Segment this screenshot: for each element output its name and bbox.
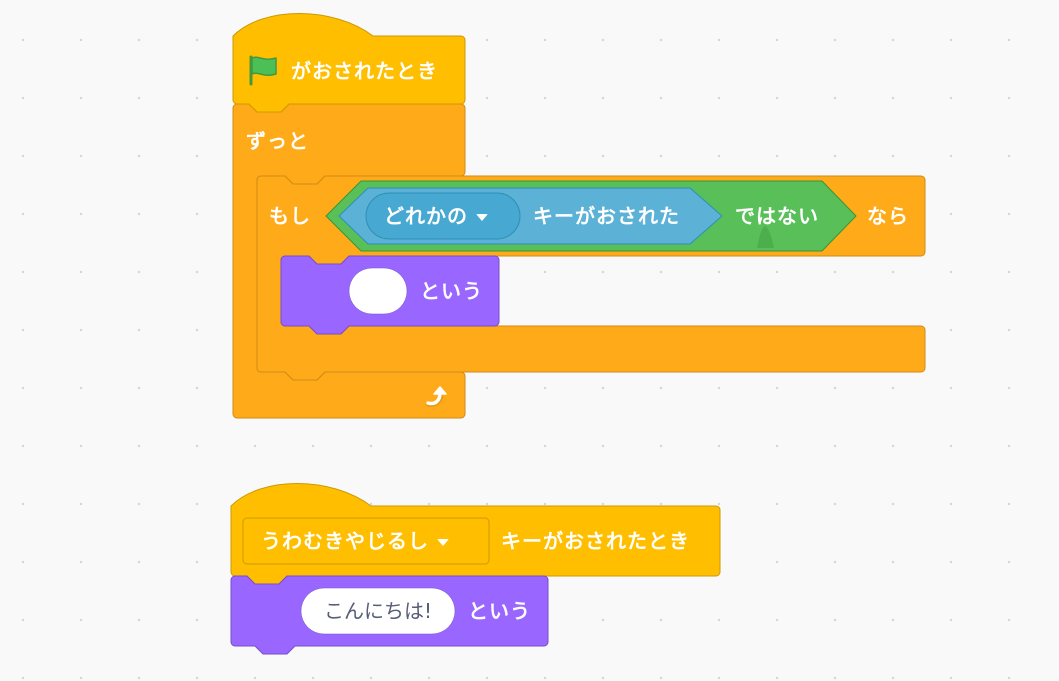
key-menu-field[interactable] [365,192,521,240]
say-input-2-value[interactable]: こんにちは! [323,599,433,623]
say-label-2: という [468,599,531,623]
key-pressed-label: キーがおされた [533,204,680,228]
key-menu-text: どれかの [384,204,468,228]
green-flag-icon [249,55,277,86]
dropdown-arrow-icon [476,214,488,221]
key-select-text: うわむきやじるし [261,529,429,553]
loop-arrow-icon [425,386,447,407]
key-menu-value[interactable]: どれかの [384,204,488,228]
forever-label: ずっと [246,129,309,153]
when-flag-clicked-label: がおされたとき [291,59,438,83]
when-key-pressed-label: キーがおされたとき [501,529,690,553]
not-label: ではない [735,204,819,228]
if-label: もし [269,204,311,228]
say-input-1[interactable] [348,267,408,315]
when-flag-clicked-block[interactable] [232,13,466,113]
then-label: なら [867,204,909,228]
say-input-2[interactable] [300,587,456,635]
key-select-value[interactable]: うわむきやじるし [261,529,449,553]
key-select-field[interactable] [242,517,490,565]
say-label-1: という [420,279,483,303]
dropdown-arrow-icon [437,539,449,546]
